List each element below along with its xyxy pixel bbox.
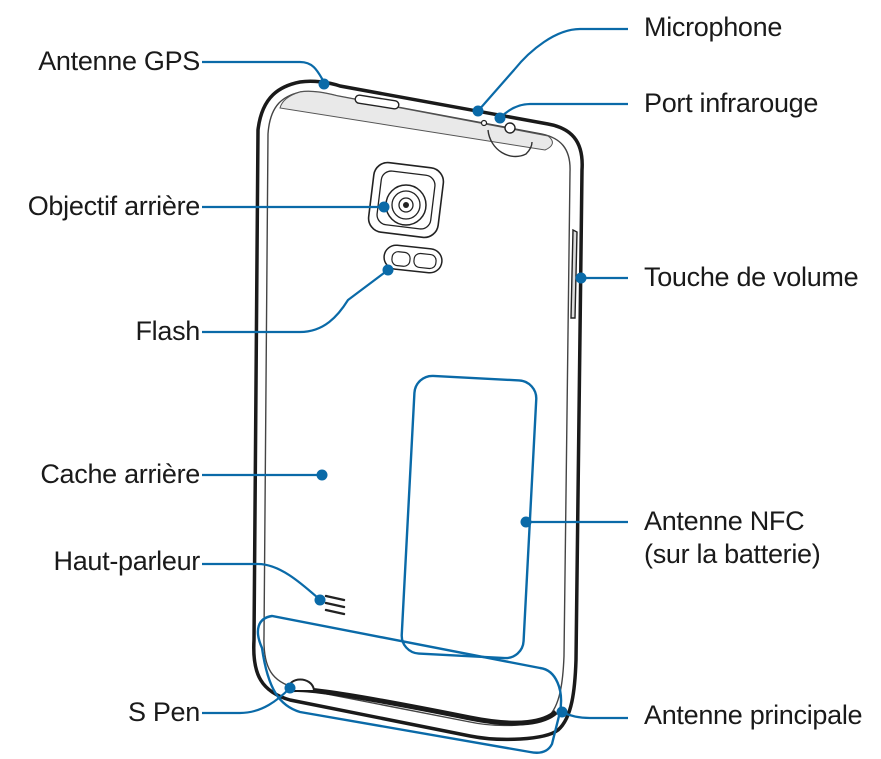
ir-notch: [487, 129, 533, 158]
dot-s-pen: [284, 682, 296, 694]
label-s-pen: S Pen: [127, 697, 200, 727]
dot-antenne-principale: [556, 706, 568, 718]
label-port-infrarouge: Port infrarouge: [644, 88, 819, 118]
label-touche-volume: Touche de volume: [644, 262, 859, 292]
dot-microphone: [472, 105, 484, 117]
leader-port-ir: [499, 102, 628, 119]
speaker-grille: [324, 594, 346, 616]
top-slot: [354, 94, 400, 110]
label-microphone: Microphone: [644, 12, 783, 42]
dot-flash: [382, 264, 394, 276]
dot-port-ir: [494, 112, 506, 124]
leader-microphone: [477, 27, 628, 112]
label-objectif-arriere: Objectif arrière: [27, 191, 201, 221]
ir-port: [504, 122, 516, 134]
dot-haut-parleur: [314, 594, 326, 606]
leader-flash: [202, 269, 389, 334]
main-antenna-band: [256, 614, 563, 754]
dot-nfc: [520, 516, 532, 528]
top-bezel: [279, 90, 553, 151]
label-haut-parleur: Haut-parleur: [53, 546, 201, 576]
label-cache-arriere: Cache arrière: [40, 459, 200, 489]
dot-volume: [575, 272, 587, 284]
volume-key-shape: [570, 228, 578, 319]
flash-led-left: [391, 251, 411, 267]
label-antenne-principale: Antenne principale: [644, 700, 863, 730]
label-antenne-gps: Antenne GPS: [38, 46, 200, 76]
flash-led-right: [413, 252, 437, 270]
label-flash: Flash: [135, 316, 200, 346]
label-antenne-nfc: Antenne NFC: [644, 506, 805, 536]
microphone-hole: [480, 119, 488, 127]
dot-objectif: [378, 201, 390, 213]
leader-antenne-principale: [561, 711, 628, 720]
leader-haut-parleur: [202, 562, 319, 599]
leader-antenne-gps: [202, 60, 325, 83]
label-antenne-nfc-note: (sur la batterie): [644, 539, 821, 569]
camera-center: [403, 202, 409, 208]
dot-cache: [316, 469, 328, 481]
dot-antenne-gps: [318, 78, 330, 90]
